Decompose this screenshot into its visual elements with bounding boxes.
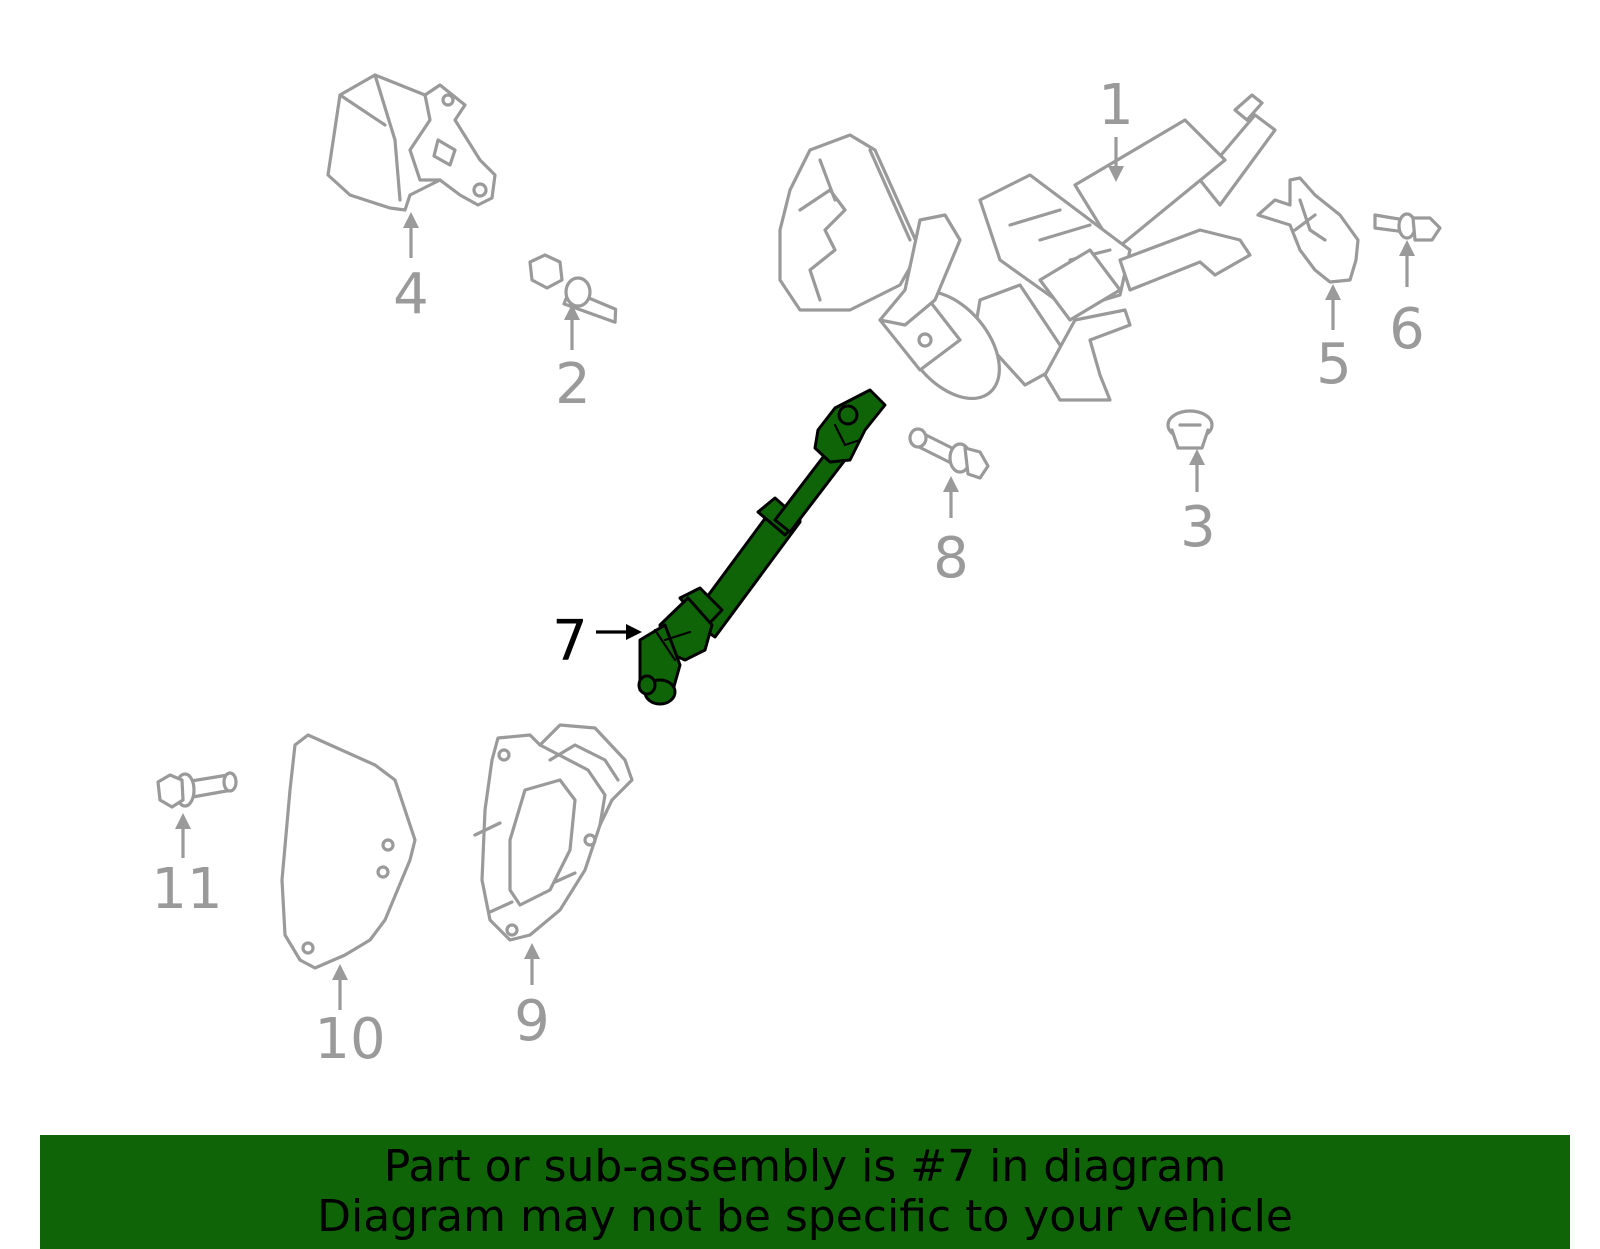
callout-3: 3 <box>1180 495 1216 560</box>
callout-5: 5 <box>1316 332 1352 397</box>
banner-line-part: Part or sub-assembly is #7 in diagram <box>383 1141 1227 1192</box>
part-1-steering-column[interactable] <box>778 93 1277 417</box>
part-5-bracket[interactable] <box>1256 176 1360 284</box>
info-banner: Part or sub-assembly is #7 in diagram Di… <box>40 1135 1570 1249</box>
callout-7: 7 <box>552 609 588 674</box>
part-8-bolt[interactable] <box>908 427 990 480</box>
callout-10: 10 <box>314 1007 385 1072</box>
part-2-bolt[interactable] <box>528 253 620 327</box>
part-10-plate[interactable] <box>280 733 417 970</box>
part-3-clip-nut[interactable] <box>1166 409 1214 450</box>
part-6-bolt[interactable] <box>1373 212 1442 242</box>
banner-line-disclaimer: Diagram may not be specific to your vehi… <box>317 1191 1293 1242</box>
callout-arrows <box>175 137 1415 1010</box>
part-4-bracket[interactable] <box>326 73 497 212</box>
callout-8: 8 <box>933 526 969 591</box>
part-11-bolt[interactable] <box>156 771 238 809</box>
callout-2: 2 <box>555 352 591 417</box>
part-7-intermediate-shaft[interactable] <box>637 388 887 706</box>
callout-1: 1 <box>1098 73 1134 138</box>
callout-6: 6 <box>1389 297 1425 362</box>
callout-11: 11 <box>151 857 222 922</box>
callout-9: 9 <box>514 989 550 1054</box>
part-9-boot[interactable] <box>473 723 634 942</box>
callout-4: 4 <box>393 262 429 327</box>
